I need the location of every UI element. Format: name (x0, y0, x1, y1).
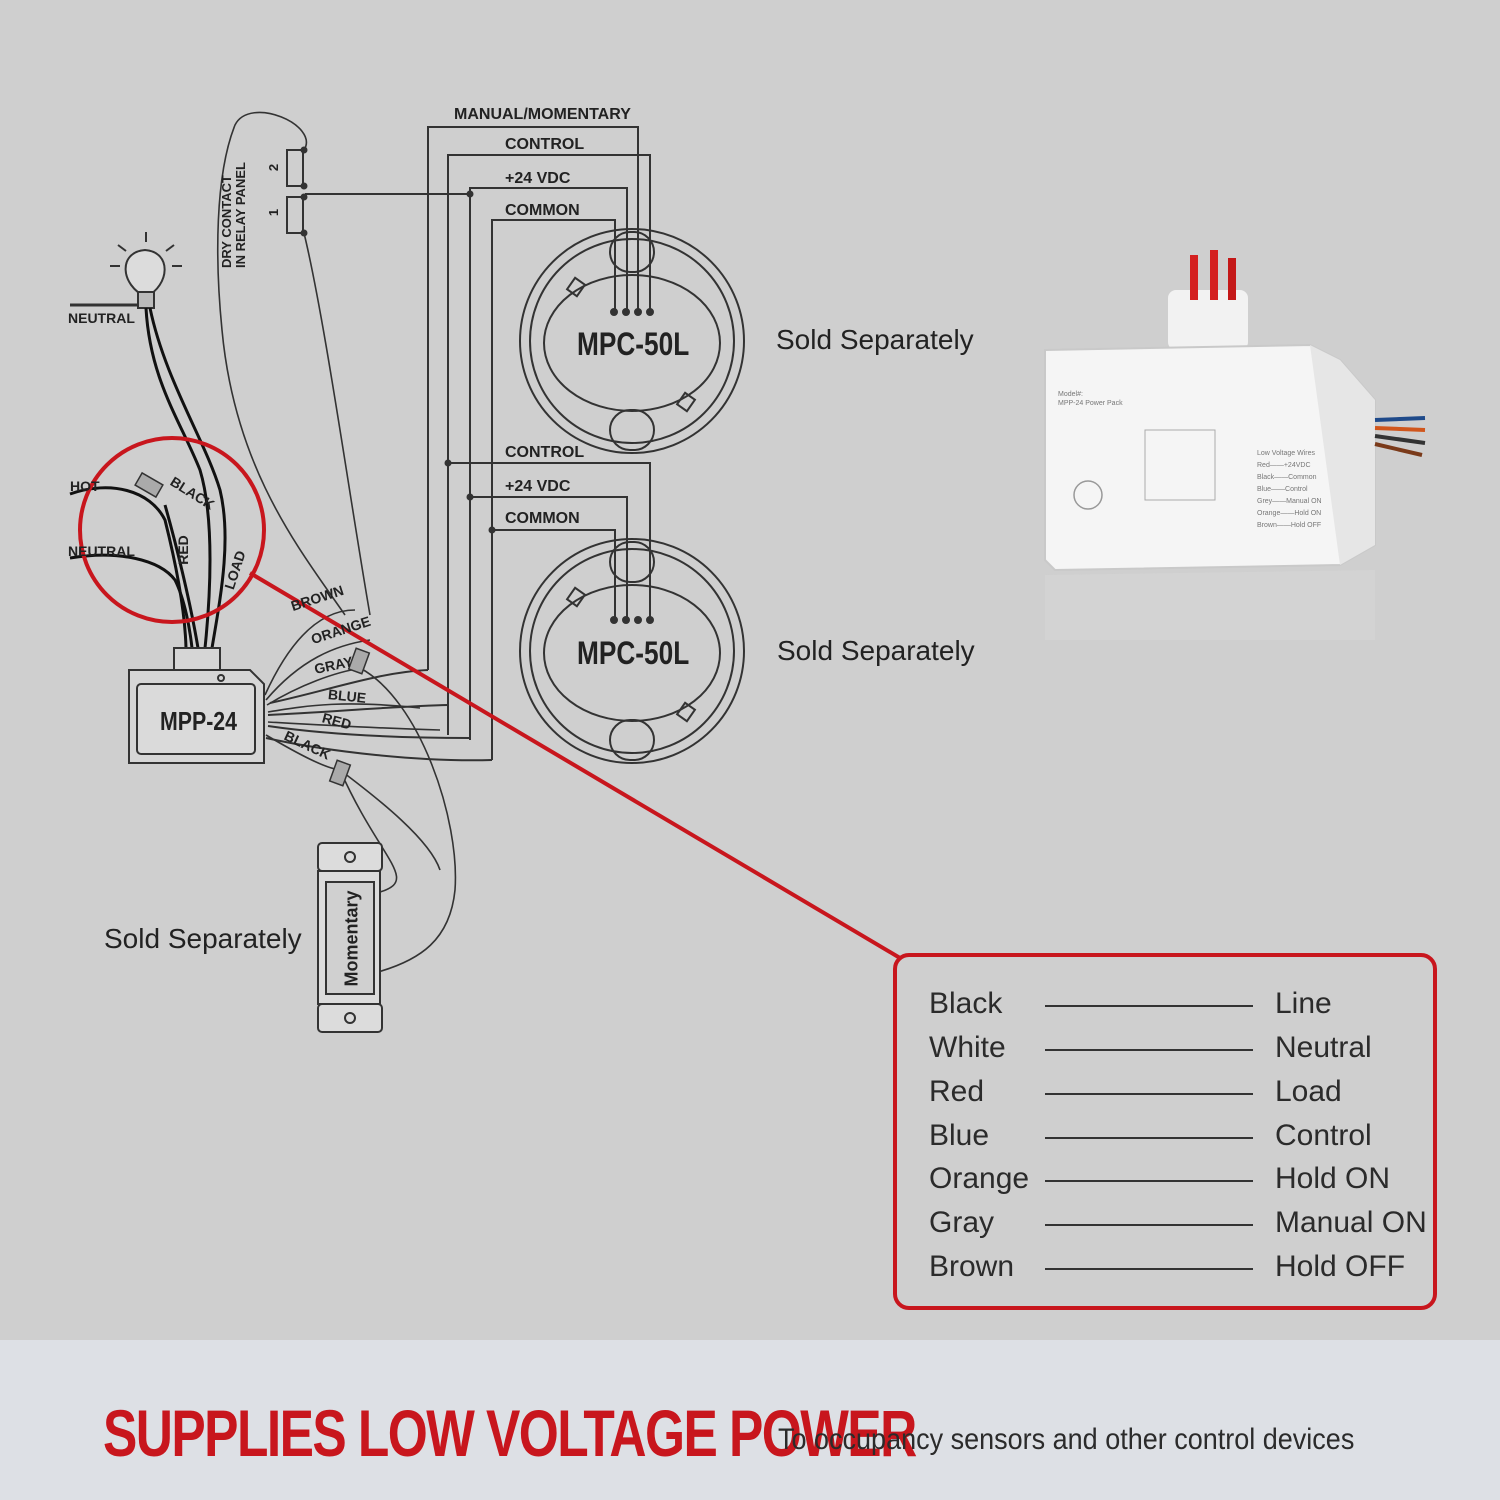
product-photo (1044, 250, 1426, 640)
sensor-top-graphic (519, 228, 745, 454)
legend-function: Hold OFF (1275, 1250, 1406, 1283)
label-common-top: COMMON (505, 202, 580, 219)
mpp-24-power-pack (128, 647, 265, 764)
wire-color-legend: Black Line White Neutral Red Load Blue C… (893, 953, 1437, 1310)
legend-color: Gray (929, 1206, 995, 1239)
legend-row: White Neutral (897, 1031, 1441, 1071)
legend-function: Load (1275, 1075, 1342, 1108)
sensor-top-label: MPC-50L (577, 326, 690, 362)
line-voltage-wiring (69, 307, 227, 649)
label-neutral-lamp: NEUTRAL (68, 310, 135, 326)
legend-divider (1045, 1093, 1253, 1095)
sold-separately-switch: Sold Separately (104, 923, 302, 954)
legend-color: Orange (929, 1162, 1030, 1195)
headline: SUPPLIES LOW VOLTAGE POWER (103, 1396, 917, 1470)
wire-nut-line (134, 471, 164, 499)
legend-divider (1045, 1137, 1253, 1139)
wiring-diagram (69, 111, 1426, 1033)
label-hot: HOT (70, 478, 100, 494)
legend-row: Orange Hold ON (897, 1162, 1441, 1202)
label-contact-1: 1 (266, 208, 282, 217)
legend-function: Manual ON (1275, 1206, 1427, 1239)
diagram-canvas: MANUAL/MOMENTARY CONTROL +24 VDC COMMON … (68, 106, 1437, 1310)
legend-divider (1045, 1005, 1253, 1007)
legend-function: Control (1275, 1119, 1372, 1152)
legend-color: White (929, 1031, 1006, 1064)
bus-junctions (444, 190, 496, 534)
legend-divider (1045, 1049, 1253, 1051)
sold-separately-top: Sold Separately (776, 324, 974, 355)
label-24vdc-top: +24 VDC (505, 170, 571, 187)
legend-function: Neutral (1275, 1031, 1372, 1064)
label-neutral-line: NEUTRAL (68, 543, 135, 559)
legend-color: Blue (929, 1119, 990, 1152)
product-label-wires: Low Voltage Wires Red——+24VDC Black——Com… (1257, 450, 1322, 529)
lamp (70, 232, 182, 309)
label-contact-2: 2 (266, 163, 282, 172)
sensor-bottom-graphic (519, 538, 745, 764)
legend-color: Red (929, 1075, 985, 1108)
label-red: RED (174, 535, 191, 565)
legend-row: Red Load (897, 1075, 1441, 1115)
legend-color: Black (929, 987, 1003, 1020)
product-label-model: Model#: MPP-24 Power Pack (1058, 391, 1123, 407)
legend-divider (1045, 1180, 1253, 1182)
legend-color: Brown (929, 1250, 1015, 1283)
dry-contact-relay (216, 111, 371, 616)
wire-nuts-low-voltage (328, 647, 371, 787)
dry-contact-label: DRY CONTACT IN RELAY PANEL (219, 162, 248, 268)
legend-divider (1045, 1268, 1253, 1270)
power-pack-label: MPP-24 (160, 706, 238, 736)
label-control-top: CONTROL (505, 136, 585, 153)
legend-row: Blue Control (897, 1119, 1441, 1159)
label-manual-momentary: MANUAL/MOMENTARY (454, 106, 631, 123)
label-24vdc-bottom: +24 VDC (505, 478, 571, 495)
label-common-bottom: COMMON (505, 510, 580, 527)
sold-separately-middle: Sold Separately (777, 635, 975, 666)
switch-label: Momentary (341, 890, 362, 987)
low-voltage-wiring (265, 126, 651, 762)
legend-function: Line (1275, 987, 1332, 1020)
legend-divider (1045, 1224, 1253, 1226)
legend-row: Gray Manual ON (897, 1206, 1441, 1246)
label-control-bottom: CONTROL (505, 444, 585, 461)
legend-row: Black Line (897, 987, 1441, 1027)
callout (78, 436, 902, 960)
footer-banner: SUPPLIES LOW VOLTAGE POWER To occupancy … (0, 1340, 1500, 1500)
subheadline: To occupancy sensors and other control d… (778, 1423, 1355, 1456)
legend-row: Brown Hold OFF (897, 1250, 1441, 1290)
momentary-switch (317, 842, 383, 1033)
legend-function: Hold ON (1275, 1162, 1391, 1195)
sensor-bottom-label: MPC-50L (577, 635, 690, 671)
